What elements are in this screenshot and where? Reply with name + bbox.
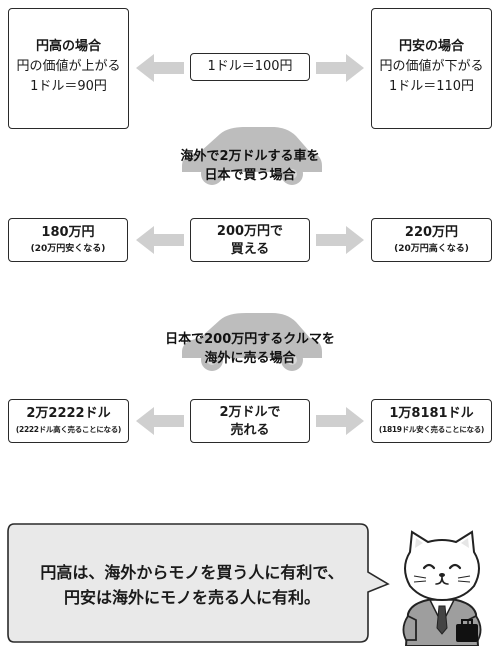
yen-weak-box: 円安の場合 円の価値が下がる 1ドル＝110円 bbox=[371, 8, 492, 129]
import-strong-price: 180万円 bbox=[41, 225, 95, 240]
base-rate-box: 1ドル＝100円 bbox=[190, 53, 310, 81]
yen-weak-title: 円安の場合 bbox=[398, 39, 464, 54]
yen-strong-title: 円高の場合 bbox=[35, 39, 101, 54]
export-strong-note: (2222ドル高く売ることになる) bbox=[15, 425, 122, 434]
export-caption-line2: 海外に売る場合 bbox=[204, 351, 296, 366]
export-weak-box: 1万8181ドル (1819ドル安く売ることになる) bbox=[371, 399, 492, 443]
yen-strong-desc: 円の価値が上がる bbox=[16, 59, 121, 74]
summary-text: 円高は、海外からモノを買う人に有利で、 円安は海外にモノを売る人に有利。 bbox=[22, 560, 362, 610]
right-arrow-icon bbox=[316, 407, 364, 435]
import-strong-note: (20万円安くなる) bbox=[30, 244, 106, 254]
import-strong-box: 180万円 (20万円安くなる) bbox=[8, 218, 128, 262]
car-icon bbox=[182, 127, 322, 185]
export-strong-price: 2万2222ドル bbox=[26, 406, 111, 421]
import-base-line2: 買える bbox=[230, 242, 270, 257]
import-base-box: 200万円で 買える bbox=[190, 218, 310, 262]
export-base-box: 2万ドルで 売れる bbox=[190, 399, 310, 443]
summary-line2: 円安は海外にモノを売る人に有利。 bbox=[63, 588, 320, 607]
car-icon bbox=[182, 313, 322, 371]
import-caption-line2: 日本で買う場合 bbox=[204, 168, 296, 183]
export-caption-line1: 日本で200万円するクルマを bbox=[165, 332, 335, 347]
right-arrow-icon bbox=[316, 54, 364, 82]
summary-line1: 円高は、海外からモノを買う人に有利で、 bbox=[40, 563, 344, 582]
export-base-line2: 売れる bbox=[230, 423, 270, 438]
import-caption-line1: 海外で2万ドルする車を bbox=[180, 149, 320, 164]
import-base-line1: 200万円で bbox=[216, 224, 284, 239]
right-arrow-icon bbox=[316, 226, 364, 254]
yen-weak-rate: 1ドル＝110円 bbox=[388, 79, 475, 94]
export-base-line1: 2万ドルで bbox=[219, 405, 281, 420]
export-caption: 日本で200万円するクルマを 海外に売る場合 bbox=[140, 330, 360, 368]
export-weak-price: 1万8181ドル bbox=[389, 406, 474, 421]
left-arrow-icon bbox=[136, 407, 184, 435]
base-rate-label: 1ドル＝100円 bbox=[207, 59, 293, 74]
cat-mascot-icon bbox=[402, 530, 482, 646]
import-caption: 海外で2万ドルする車を 日本で買う場合 bbox=[150, 147, 350, 185]
export-strong-box: 2万2222ドル (2222ドル高く売ることになる) bbox=[8, 399, 129, 443]
yen-strong-box: 円高の場合 円の価値が上がる 1ドル＝90円 bbox=[8, 8, 129, 129]
yen-weak-desc: 円の価値が下がる bbox=[379, 59, 484, 74]
import-weak-box: 220万円 (20万円高くなる) bbox=[371, 218, 492, 262]
yen-strong-rate: 1ドル＝90円 bbox=[30, 79, 107, 94]
import-weak-price: 220万円 bbox=[404, 225, 459, 240]
speech-bubble bbox=[7, 523, 390, 643]
import-weak-note: (20万円高くなる) bbox=[394, 244, 469, 254]
export-weak-note: (1819ドル安く売ることになる) bbox=[378, 425, 485, 434]
left-arrow-icon bbox=[136, 226, 184, 254]
left-arrow-icon bbox=[136, 54, 184, 82]
